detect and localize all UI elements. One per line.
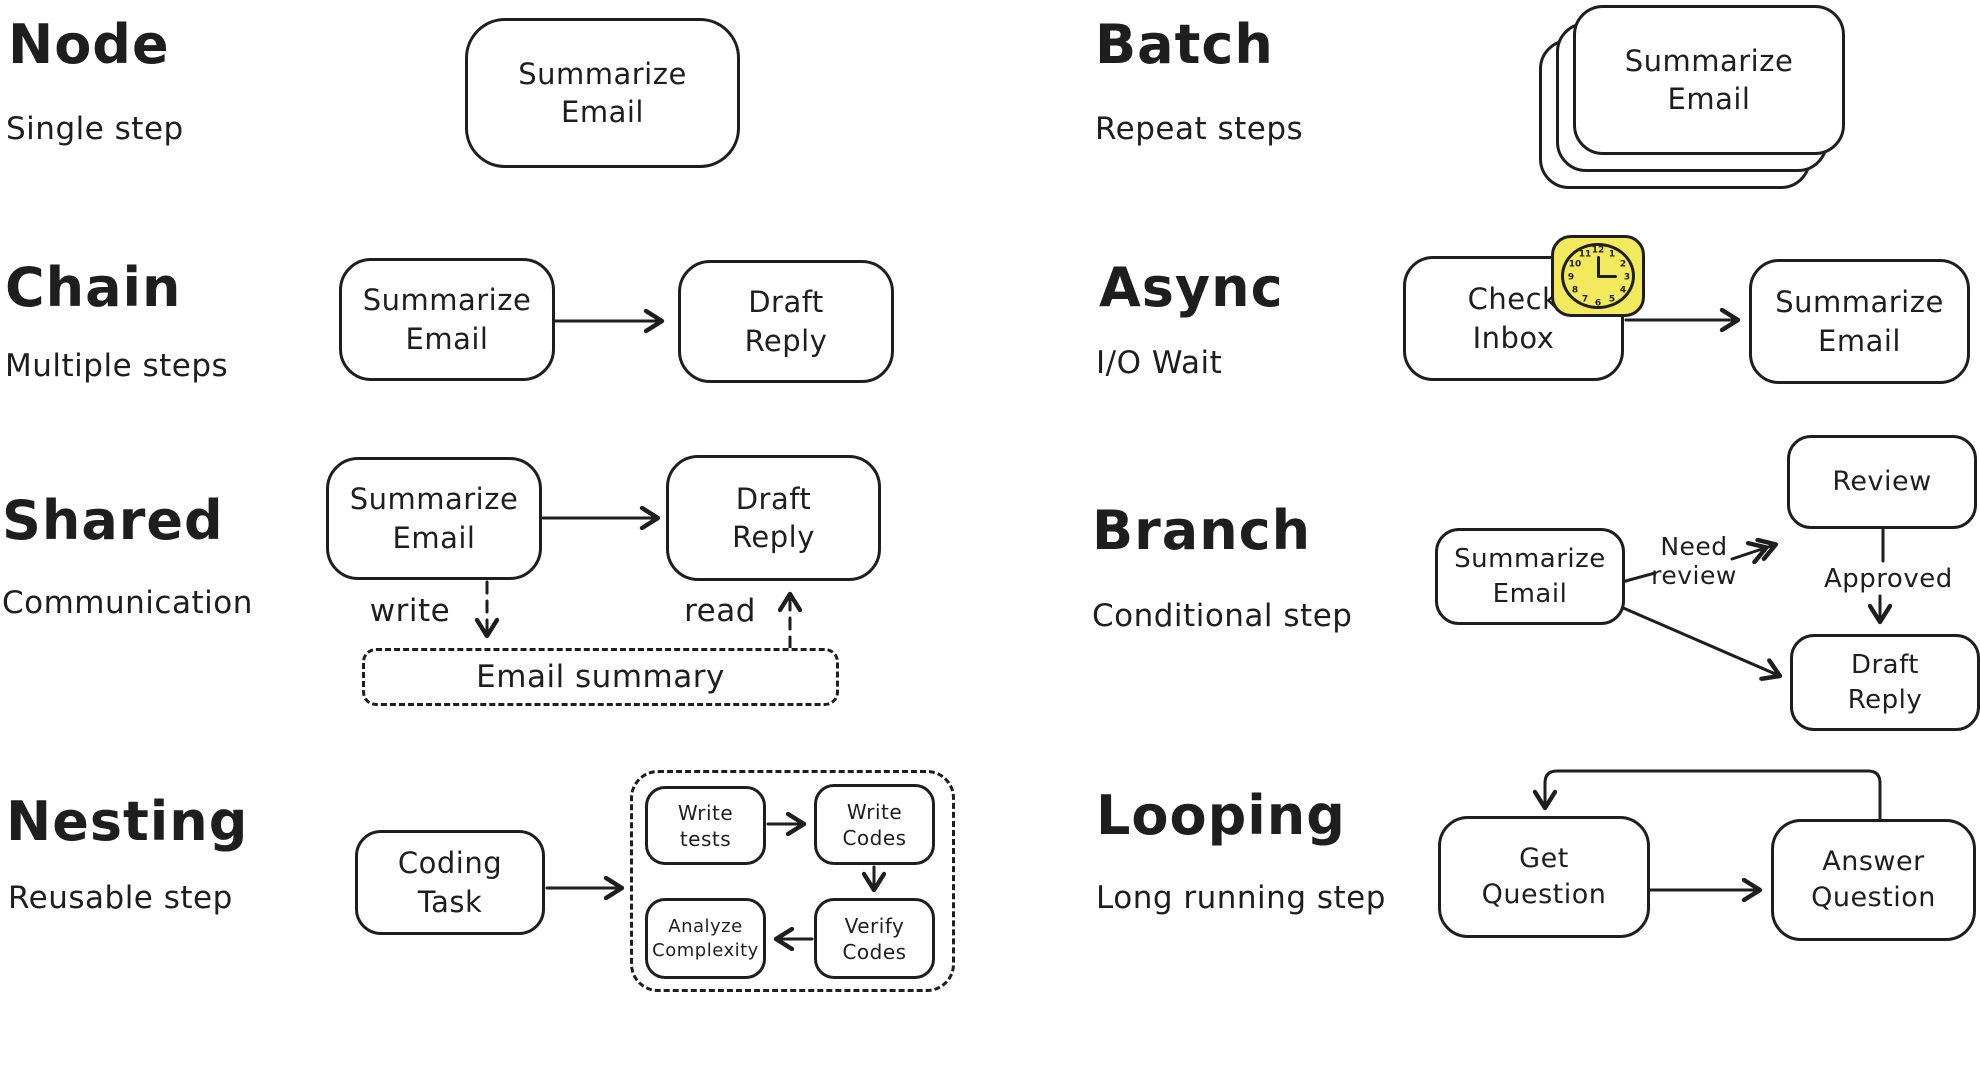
clock-icon: 12 1 2 3 4 5 6 7 8 9 10 11 [1551,235,1645,317]
clock-number: 6 [1594,298,1602,309]
branch-diagonal-arrow [1619,605,1780,676]
looping-title: Looping [1096,784,1346,847]
clock-number: 10 [1568,259,1582,270]
looping-box-answer-question: Answer Question [1771,819,1976,941]
shared-title: Shared [2,489,224,552]
clock-number: 2 [1619,259,1627,270]
nesting-box-write-codes: Write Codes [814,784,935,865]
nesting-box-write-tests: Write tests [645,786,766,865]
looping-subtitle: Long running step [1096,880,1386,916]
branch-title: Branch [1092,499,1312,562]
clock-number: 1 [1608,249,1616,260]
branch-need-review-label: Need review [1651,532,1737,590]
branch-subtitle: Conditional step [1092,598,1353,634]
batch-subtitle: Repeat steps [1095,111,1304,147]
clock-number: 9 [1567,272,1575,283]
chain-title: Chain [5,256,182,319]
async-box-check-inbox: Check Inbox [1403,256,1624,381]
looping-loopback-arrow [1545,769,1882,821]
clock-hour-hand [1598,275,1617,278]
clock-face [1561,243,1635,309]
clock-minute-hand [1597,256,1600,278]
shared-subtitle: Communication [2,585,253,621]
chain-box-summarize-email: Summarize Email [339,258,555,381]
batch-card-front-summarize-email: Summarize Email [1573,5,1845,155]
chain-subtitle: Multiple steps [5,348,229,384]
looping-box-get-question: Get Question [1438,816,1650,938]
shared-write-label: write [369,593,451,629]
async-subtitle: I/O Wait [1096,345,1223,381]
branch-box-summarize-email: Summarize Email [1435,528,1625,625]
shared-store-email-summary: Email summary [362,648,839,706]
shared-box-draft-reply: Draft Reply [666,455,881,581]
async-box-summarize-email: Summarize Email [1749,259,1970,384]
clock-number: 7 [1581,294,1589,305]
nesting-box-coding-task: Coding Task [355,830,545,935]
shared-read-label: read [684,593,756,629]
shared-box-summarize-email: Summarize Email [326,457,542,580]
node-title: Node [8,13,170,76]
branch-box-review: Review [1787,435,1977,529]
batch-title: Batch [1095,13,1274,76]
nesting-box-verify-codes: Verify Codes [814,898,935,979]
clock-number: 12 [1591,245,1605,256]
node-subtitle: Single step [6,111,184,147]
branch-box-draft-reply: Draft Reply [1790,634,1980,731]
clock-number: 5 [1608,294,1616,305]
nesting-title: Nesting [6,790,249,853]
branch-approved-label: Approved [1824,564,1953,594]
nesting-container [630,770,955,992]
nesting-box-analyze-complexity: Analyze Complexity [645,898,766,979]
node-box-summarize-email: Summarize Email [465,18,740,168]
nesting-subtitle: Reusable step [8,880,233,916]
clock-number: 4 [1619,285,1627,296]
async-title: Async [1099,256,1284,319]
chain-box-draft-reply: Draft Reply [678,260,894,383]
clock-number: 8 [1571,285,1579,296]
clock-number: 3 [1623,272,1631,283]
clock-number: 11 [1578,249,1592,260]
